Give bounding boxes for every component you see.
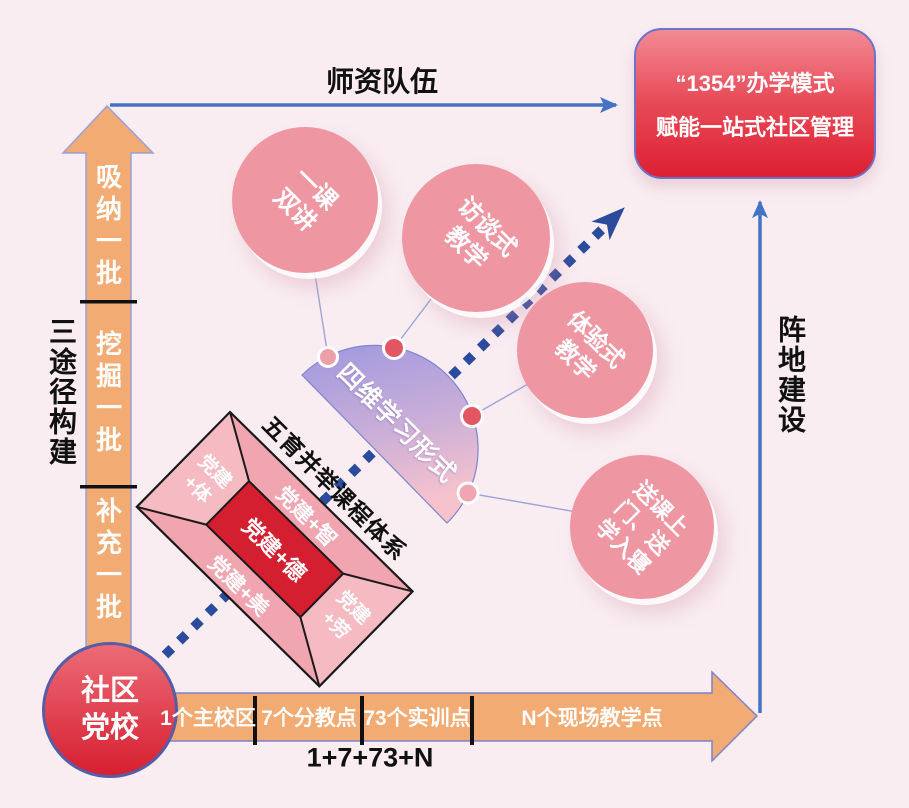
bottom-arrow-divider-2 bbox=[360, 696, 364, 745]
teacher-team-label: 师资队伍 bbox=[325, 66, 439, 97]
result-box: “1354”办学模式 赋能一站式社区管理 bbox=[634, 28, 876, 179]
method-circle-2: 访谈式 教学 bbox=[402, 164, 550, 312]
method-circle-3: 体验式 教学 bbox=[517, 282, 653, 418]
left-arrow-segment-2: 挖掘一批 bbox=[92, 330, 123, 458]
position-building-label: 阵地建设 bbox=[775, 315, 806, 435]
bottom-arrow-divider-3 bbox=[470, 696, 474, 745]
dome-node-1 bbox=[317, 346, 339, 368]
bottom-segment-3: 73个实训点 bbox=[363, 707, 471, 730]
bottom-right-arrow bbox=[159, 670, 759, 763]
left-arrow-segment-3: 补充一批 bbox=[92, 497, 123, 625]
method-circle-4: 送课上 门、送 学入寝 bbox=[570, 455, 714, 599]
origin-circle-community-party-school: 社区 党校 bbox=[42, 642, 178, 778]
dome-node-2 bbox=[382, 336, 406, 360]
bottom-arrow-divider-1 bbox=[253, 696, 257, 745]
result-box-line1: “1354”办学模式 bbox=[675, 70, 835, 96]
origin-line1: 社区 bbox=[80, 675, 139, 707]
method-circle-1: 一课 双讲 bbox=[232, 127, 378, 273]
three-paths-label: 三途径构建 bbox=[46, 317, 77, 467]
result-box-line2: 赋能一站式社区管理 bbox=[655, 114, 854, 140]
formula-label: 1+7+73+N bbox=[306, 742, 434, 773]
bottom-segment-1: 1个主校区 bbox=[160, 707, 256, 730]
left-arrow-segment-1: 吸纳一批 bbox=[92, 163, 123, 291]
left-arrow-divider-2 bbox=[80, 485, 137, 489]
bottom-segment-2: 7个分教点 bbox=[261, 707, 357, 730]
left-arrow-divider-1 bbox=[80, 300, 137, 304]
bottom-segment-4: N个现场教学点 bbox=[521, 707, 663, 730]
origin-line2: 党校 bbox=[80, 712, 139, 744]
dome-node-3 bbox=[460, 404, 484, 428]
dome-node-4 bbox=[456, 481, 480, 505]
curriculum-box bbox=[135, 410, 415, 688]
